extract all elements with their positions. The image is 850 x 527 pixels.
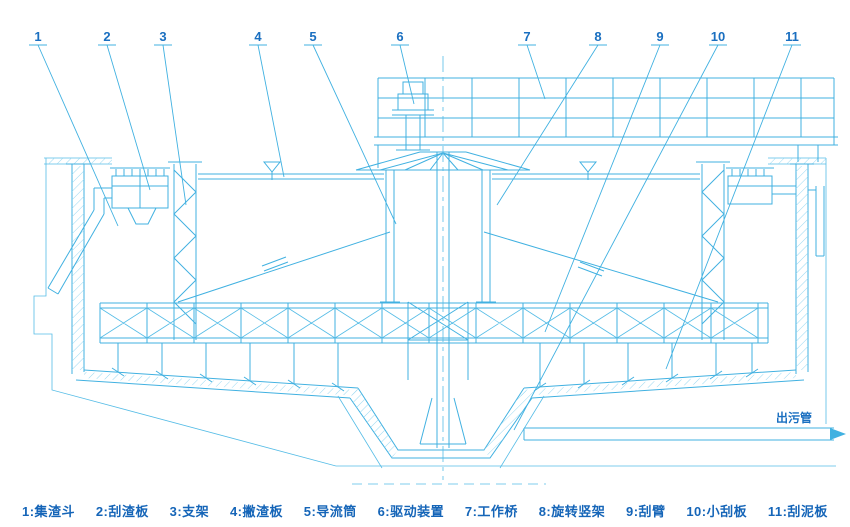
- callout-4: 4: [254, 29, 262, 44]
- drive-unit: [392, 77, 434, 151]
- legend-item-3: 3:支架: [169, 504, 210, 519]
- legend-item-7: 7:工作桥: [464, 504, 518, 519]
- leader-lines: [29, 44, 801, 431]
- legend-item-4: 4:撇渣板: [229, 504, 283, 519]
- callout-5: 5: [309, 29, 316, 44]
- callout-numbers: 1 2 3 4 5 6 7 8 9 10 11: [34, 29, 798, 44]
- callout-1: 1: [34, 29, 41, 44]
- discharge-pipe-label: 出污管: [776, 410, 812, 425]
- water-level-symbols: [262, 161, 598, 180]
- callout-2: 2: [103, 29, 110, 44]
- rotating-cage: [407, 152, 469, 448]
- right-scum-box: [726, 167, 796, 205]
- legend-item-2: 2:刮渣板: [95, 504, 149, 519]
- legend-item-11: 11:刮泥板: [767, 504, 828, 519]
- tie-rods: [177, 231, 719, 303]
- callout-7: 7: [523, 29, 530, 44]
- legend-item-6: 6:驱动装置: [377, 504, 445, 519]
- callout-10: 10: [711, 29, 725, 44]
- legend-item-5: 5:导流筒: [303, 504, 357, 519]
- legend-item-9: 9:刮臂: [626, 504, 666, 519]
- legend-item-8: 8:旋转竖架: [538, 504, 606, 519]
- callout-3: 3: [159, 29, 166, 44]
- parts-legend: 1:集渣斗 2:刮渣板 3:支架 4:撇渣板 5:导流筒 6:驱动装置 7:工作…: [22, 501, 828, 520]
- scraper-blades: [111, 343, 759, 445]
- callout-6: 6: [396, 29, 403, 44]
- callout-8: 8: [594, 29, 601, 44]
- support-frames: [168, 161, 730, 340]
- tank-walls: [66, 163, 825, 399]
- discharge-pipe: [523, 427, 846, 441]
- guide-cylinder: [380, 170, 496, 303]
- callout-11: 11: [785, 29, 799, 44]
- ground-profile: [33, 157, 836, 485]
- callout-9: 9: [656, 29, 663, 44]
- scum-box-assembly: [47, 167, 170, 295]
- work-bridge: [374, 77, 838, 168]
- legend-item-10: 10:小刮板: [686, 504, 748, 519]
- legend-item-1: 1:集渣斗: [22, 504, 76, 519]
- skimmer-arms: [198, 173, 700, 180]
- sludge-hopper: [337, 387, 545, 469]
- scraper-truss: [99, 302, 769, 344]
